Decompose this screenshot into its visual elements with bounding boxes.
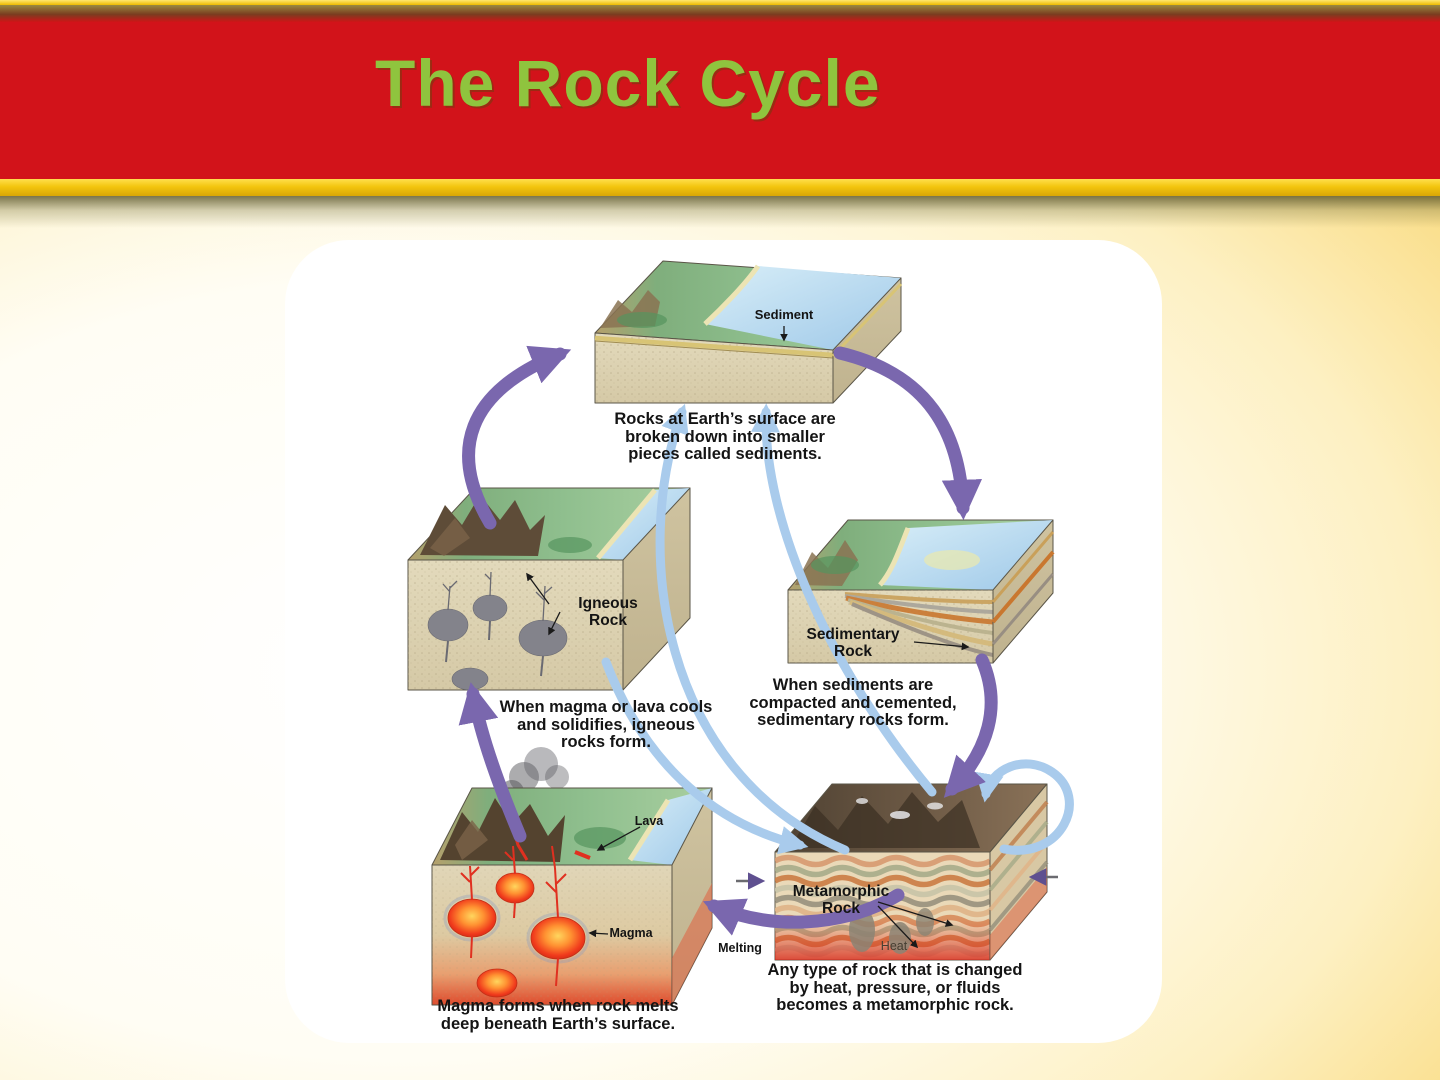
purple-arrow-sedimentary-to-metamorphic	[943, 653, 998, 798]
banner-drop-shadow	[0, 196, 1440, 228]
title-banner	[0, 22, 1440, 179]
metamorphic-rock-label: Metamorphic Rock	[792, 883, 890, 917]
magma-caption: Magma forms when rock melts deep beneath…	[437, 997, 679, 1033]
purple-arrow-sediment-to-sedimentary	[833, 346, 983, 521]
metamorphic-rock-block	[774, 783, 1049, 961]
purple-arrow-magma-to-igneous	[458, 682, 527, 843]
blue-arrow-metamorphic-loop	[975, 759, 1074, 855]
sediment-block	[594, 260, 903, 404]
sediment-caption: Rocks at Earth’s surface are broken down…	[614, 410, 836, 463]
igneous-caption: When magma or lava cools and solidifies,…	[499, 698, 713, 751]
magma-block	[431, 747, 713, 1006]
top-gold-stripe	[0, 0, 1440, 5]
sedimentary-pointer-line	[913, 641, 970, 651]
bottom-gold-stripe	[0, 179, 1440, 196]
igneous-pointer-line-1	[526, 572, 550, 605]
purple-arrow-igneous-to-sediment	[462, 345, 572, 530]
metamorphic-pointer-line-1	[877, 905, 919, 949]
magma-label: Magma	[609, 926, 653, 940]
igneous-pointer-line-2	[548, 611, 561, 636]
slide-title: The Rock Cycle	[375, 46, 881, 120]
lava-pointer-line	[596, 826, 641, 851]
blue-arrow-metamorphic-to-sediment	[655, 403, 850, 855]
sedimentary-caption: When sediments are compacted and cemente…	[749, 676, 957, 729]
blue-arrow-sedimentary-to-sediment	[751, 403, 937, 797]
sediment-label: Sediment	[754, 307, 814, 322]
lava-label: Lava	[634, 814, 664, 828]
sedimentary-rock-label: Sedimentary Rock	[806, 626, 900, 660]
purple-arrow-metamorphic-to-magma-melting	[702, 888, 905, 936]
banner-top-shadow	[0, 5, 1440, 22]
metamorphic-caption: Any type of rock that is changed by heat…	[767, 961, 1023, 1014]
igneous-rock-label: Igneous Rock	[578, 595, 638, 629]
magma-pointer-line	[588, 929, 609, 938]
igneous-rock-block	[407, 487, 691, 691]
melting-label: Melting	[718, 941, 762, 955]
heat-label: Heat	[880, 939, 908, 953]
metamorphic-pointer-line-2	[877, 901, 954, 927]
blue-arrow-igneous-to-metamorphic	[601, 657, 809, 855]
